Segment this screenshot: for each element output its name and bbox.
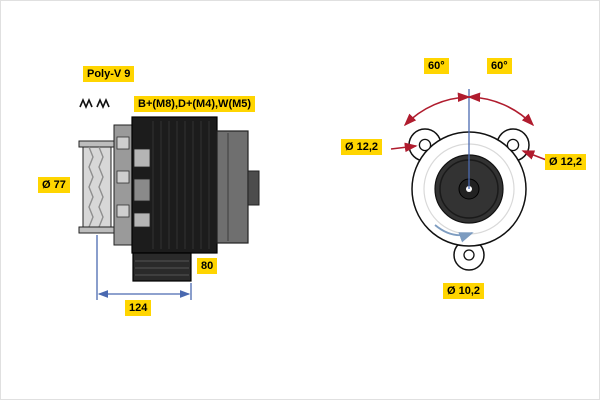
- rear-bracket: [216, 130, 260, 244]
- hole-right-label: Ø 12,2: [545, 154, 587, 170]
- belt-type-label: Poly-V 9: [83, 66, 135, 82]
- terminals-label: B+(M8),D+(M4),W(M5): [134, 96, 256, 112]
- alternator-body: [131, 116, 218, 254]
- rear-depth-label: 80: [197, 258, 218, 274]
- pulley-diameter-label: Ø 77: [38, 177, 70, 193]
- mounting-foot: [132, 252, 192, 282]
- angle-arcs: [403, 92, 535, 127]
- angle-right-label: 60°: [487, 58, 512, 74]
- hole-bottom-label: Ø 10,2: [443, 283, 485, 299]
- side-view-drawing: [78, 97, 260, 300]
- front-view-drawing: [390, 89, 550, 271]
- hole-left-label: Ø 12,2: [341, 139, 383, 155]
- mounting-holes: [418, 138, 520, 261]
- overall-length-label: 124: [125, 300, 152, 316]
- rotation-direction-arrow-icon: [434, 224, 474, 243]
- hole-pointer-arrows: [390, 142, 550, 162]
- pulley: [78, 140, 116, 234]
- front-housing: [113, 124, 133, 246]
- dimension-124-line: [96, 235, 192, 300]
- poly-v-rib-icon: [79, 97, 110, 110]
- angle-left-label: 60°: [424, 58, 449, 74]
